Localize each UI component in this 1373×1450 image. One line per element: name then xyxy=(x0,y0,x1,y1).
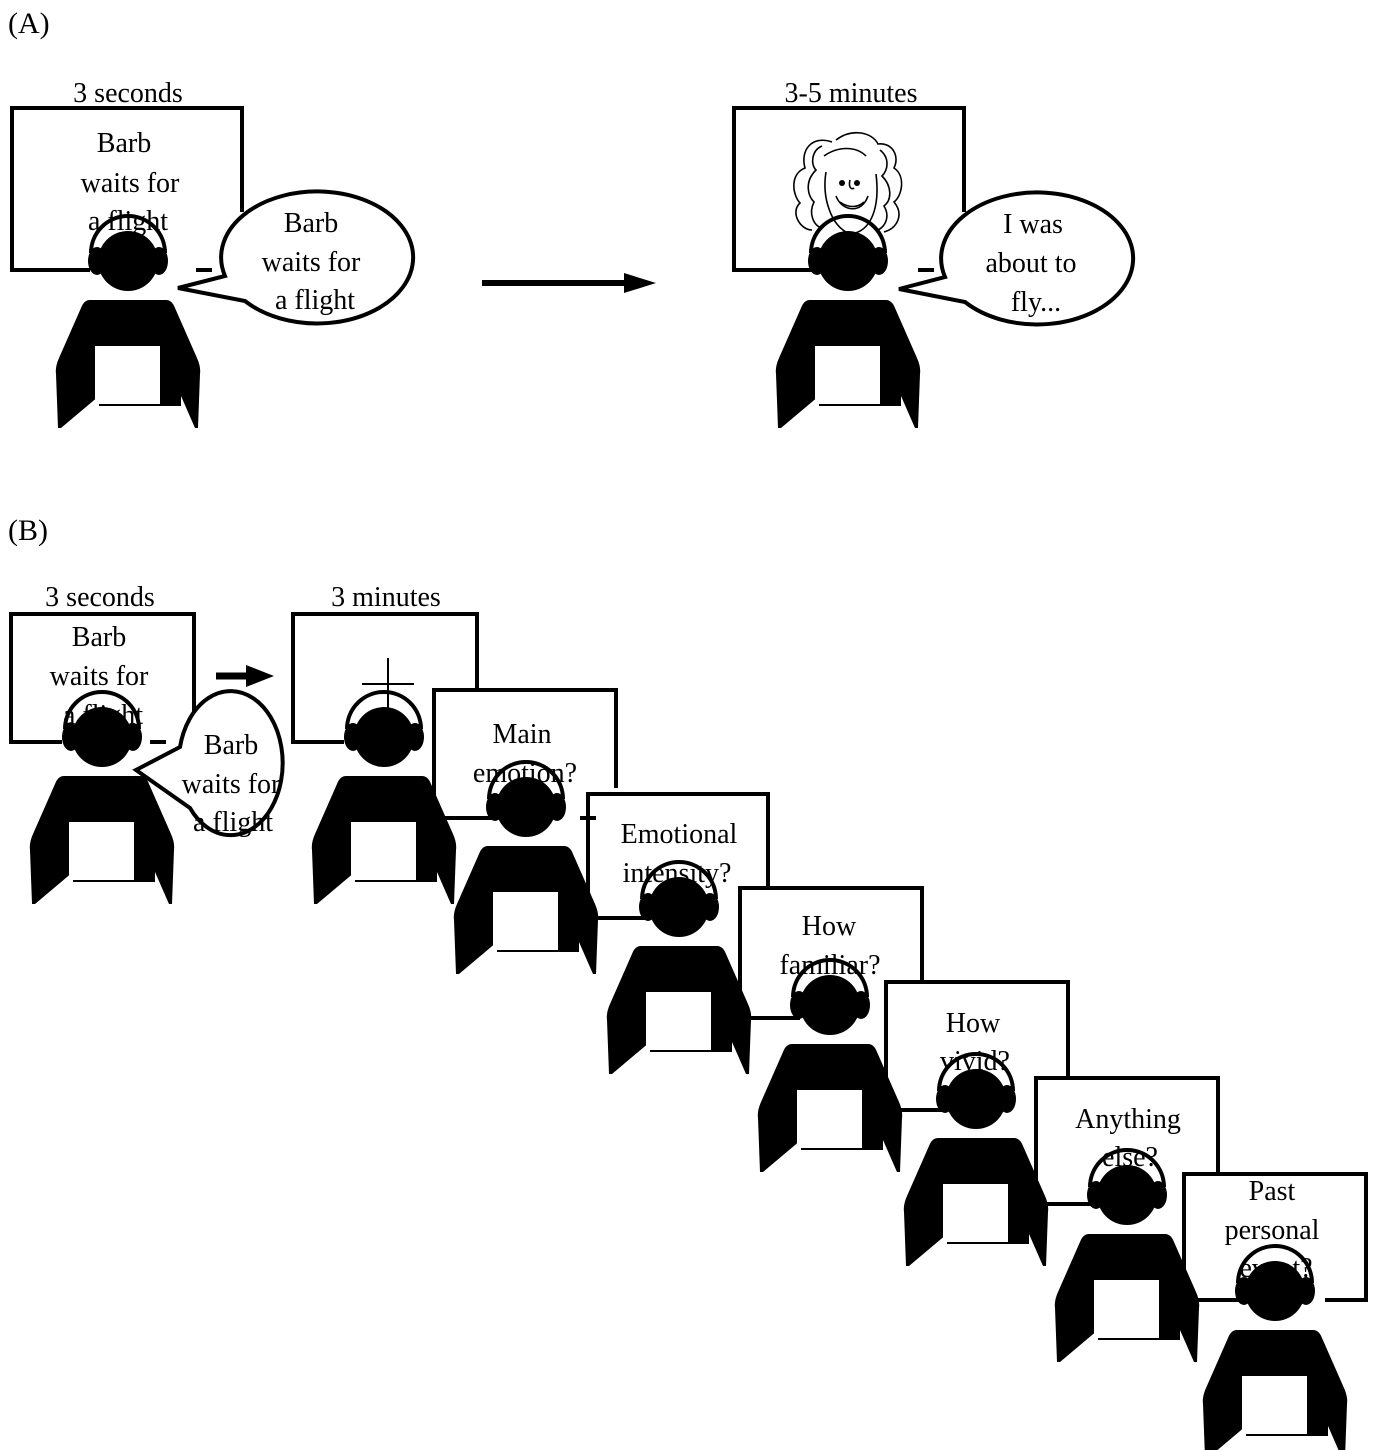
question-4-person-icon xyxy=(901,1052,1051,1268)
question-3-person-icon xyxy=(755,958,905,1174)
panel-a-bubble-2-line-2: about to xyxy=(986,248,1077,279)
question-6-person-icon xyxy=(1200,1244,1350,1450)
panel-b-screen-1-duration: 3 seconds xyxy=(45,582,155,613)
fixation-cross-icon xyxy=(362,658,414,710)
panel-a-bubble-1-line-2: waits for xyxy=(262,247,361,278)
question-6-line-2: personal xyxy=(1225,1215,1320,1246)
panel-a-right-arrow-icon xyxy=(482,273,656,293)
panel-b-bubble-1-line-3: a flight xyxy=(193,807,273,838)
panel-a-screen-1-duration: 3 seconds xyxy=(73,78,183,109)
panel-a-bubble-1-line-3: a flight xyxy=(275,285,355,316)
question-1-person-icon xyxy=(451,760,601,976)
panel-a-screen-1-line-1: Barb xyxy=(97,128,151,159)
panel-b-bubble-1-line-2: waits for xyxy=(182,769,281,800)
panel-a-bubble-1: Barb waits for a flight xyxy=(177,189,416,326)
panel-b-screen-2: 3 minutes xyxy=(291,582,479,744)
question-2-person-icon xyxy=(604,860,754,1076)
question-4-line-1: How xyxy=(946,1008,1001,1039)
panel-a-bubble-1-line-1: Barb xyxy=(284,208,338,239)
panel-b-bubble-1-line-1: Barb xyxy=(204,730,258,761)
panel-b-person-1-icon xyxy=(27,690,177,906)
question-3-line-1: How xyxy=(802,911,857,942)
panel-a-bubble-2: I was about to fly... xyxy=(898,190,1136,327)
panel-a-person-2-icon xyxy=(773,214,923,430)
panel-b-right-arrow-icon xyxy=(216,665,274,687)
question-5-line-1: Anything xyxy=(1075,1104,1181,1135)
panel-a-bubble-2-line-1: I was xyxy=(1003,209,1063,240)
woman-face-icon xyxy=(793,132,903,235)
question-5-person-icon xyxy=(1052,1148,1202,1364)
panel-a-screen-2-duration: 3-5 minutes xyxy=(785,78,918,109)
panel-a-bubble-2-line-3: fly... xyxy=(1011,287,1061,318)
panel-b-screen-1-line-1: Barb xyxy=(72,622,126,653)
panel-b-label: (B) xyxy=(8,514,48,547)
panel-b-bubble-1: Barb waits for a flight xyxy=(132,689,285,838)
question-screen-3: How familiar? xyxy=(738,886,924,1020)
panel-b-screen-2-duration: 3 minutes xyxy=(331,582,441,613)
question-6-line-1: Past xyxy=(1249,1176,1296,1207)
question-1-line-1: Main xyxy=(492,719,551,750)
panel-a-label: (A) xyxy=(8,7,50,40)
panel-a-person-1-icon xyxy=(53,214,203,430)
panel-a-screen-1: 3 seconds Barb waits for a flight xyxy=(10,78,244,272)
panel-b-screen-1-line-2: waits for xyxy=(50,661,149,692)
question-screen-5: Anything else? xyxy=(1034,1076,1220,1206)
panel-a-screen-1-line-2: waits for xyxy=(81,168,180,199)
question-2-line-1: Emotional xyxy=(621,819,738,850)
